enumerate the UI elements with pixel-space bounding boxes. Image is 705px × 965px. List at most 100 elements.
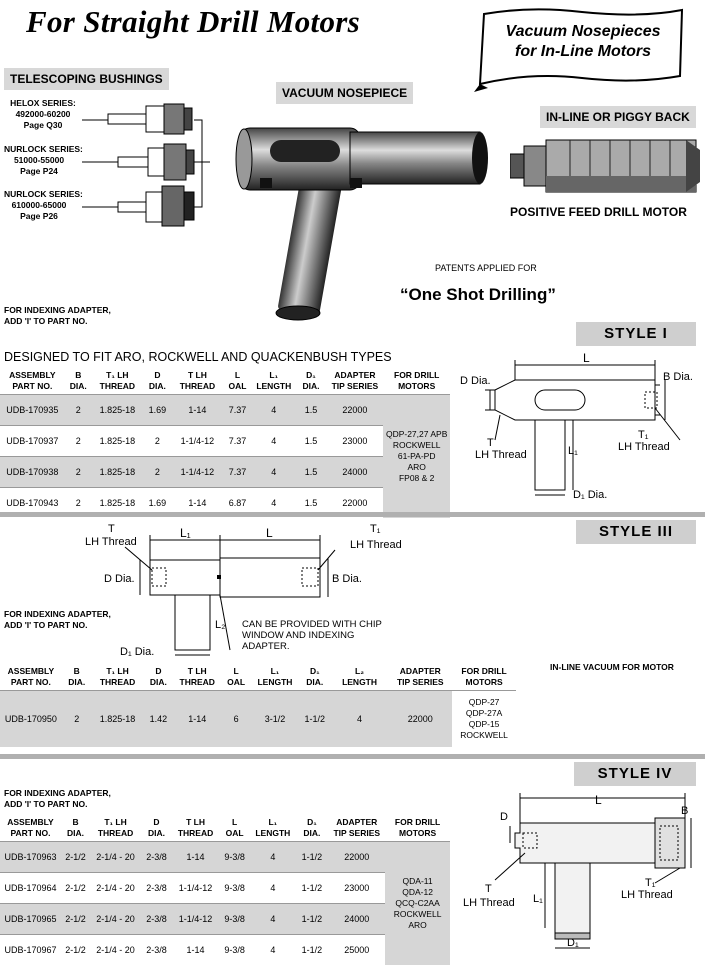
- table-cell: 4: [252, 426, 295, 457]
- table-cell: 1.5: [296, 457, 327, 488]
- table-cell: 2: [65, 426, 92, 457]
- indexing-iii-line-1: FOR INDEXING ADAPTER,: [4, 609, 111, 620]
- table-cell: 22000: [328, 842, 385, 873]
- nurlock1-line-2: 51000-55000: [4, 155, 74, 166]
- table-cell: 9-3/8: [219, 842, 250, 873]
- indexing-iii-line-2: ADD 'I' TO PART NO.: [4, 620, 111, 631]
- style-iii-drawing-l1: L₁: [180, 526, 191, 540]
- helox-series-caption: HELOX SERIES: 492000-60200 Page Q30: [8, 98, 78, 131]
- table-cell: 1-14: [172, 842, 219, 873]
- table-cell: 2-3/8: [141, 842, 172, 873]
- style-iv-drawing-t1: T₁: [645, 877, 656, 889]
- table-cell: 24000: [328, 904, 385, 935]
- chip-note-line-3: ADAPTER.: [242, 641, 382, 652]
- table-cell: 1.42: [143, 691, 173, 748]
- style-iii-drawing-t1-sub: LH Thread: [350, 539, 402, 551]
- helox-line-1: HELOX SERIES:: [8, 98, 78, 109]
- table-cell: UDB-170964: [0, 873, 61, 904]
- table-cell: 4: [250, 904, 295, 935]
- vacuum-nosepiece-label: VACUUM NOSEPIECE: [276, 82, 413, 104]
- table-cell: 1.5: [296, 426, 327, 457]
- table-cell: 25000: [328, 935, 385, 965]
- table-cell: 23000: [328, 873, 385, 904]
- indexing-top-line-1: FOR INDEXING ADAPTER,: [4, 305, 111, 316]
- table-cell: UDB-170950: [0, 691, 62, 748]
- positive-feed-drill-motor-caption: POSITIVE FEED DRILL MOTOR: [510, 205, 687, 219]
- table-cell: 2-3/8: [141, 935, 172, 965]
- table-cell: UDB-170937: [0, 426, 65, 457]
- table-cell: 1.825-18: [92, 395, 143, 426]
- table-cell: 1-1/2: [295, 935, 328, 965]
- table-cell: 22000: [327, 395, 384, 426]
- table-cell: 1-14: [172, 935, 219, 965]
- table-cell: UDB-170938: [0, 457, 65, 488]
- inline-or-piggy-back-label: IN-LINE OR PIGGY BACK: [540, 106, 696, 128]
- indexing-top-line-2: ADD 'I' TO PART NO.: [4, 316, 111, 327]
- table-cell: 2: [143, 457, 172, 488]
- table-cell: 1-1/2: [295, 904, 328, 935]
- table-cell: 1-1/4-12: [172, 426, 223, 457]
- table-cell: 2: [143, 426, 172, 457]
- table-cell: 2-1/2: [61, 842, 90, 873]
- table-cell: 1.825-18: [92, 426, 143, 457]
- style-iii-drawing-b: B Dia.: [332, 573, 362, 585]
- style-iv-drawing-t: T: [485, 883, 492, 895]
- table-cell: 3-1/2: [251, 691, 299, 748]
- style-iv-drawing: L D B T LH Thread T₁ LH Thread L₁ D₁: [455, 788, 703, 958]
- style-i-drawing-l1: L₁: [568, 445, 578, 457]
- helox-line-2: 492000-60200: [8, 109, 78, 120]
- table-cell: 1.825-18: [92, 457, 143, 488]
- table-cell: 4: [252, 457, 295, 488]
- style-iii-drawing-l: L: [266, 526, 273, 540]
- one-shot-drilling-slogan: “One Shot Drilling”: [400, 285, 556, 305]
- table-cell: 1-1/2: [295, 873, 328, 904]
- table-cell: 9-3/8: [219, 873, 250, 904]
- style-iii-drawing-d: D Dia.: [104, 573, 135, 585]
- patents-applied-note: PATENTS APPLIED FOR: [435, 263, 537, 274]
- nurlock2-line-2: 610000-65000: [4, 200, 74, 211]
- table-cell: 7.37: [223, 426, 252, 457]
- nurlock1-line-1: NURLOCK SERIES:: [4, 144, 74, 155]
- telescoping-bushings-illustration: [78, 100, 213, 232]
- table-cell: UDB-170965: [0, 904, 61, 935]
- nurlock-series-caption-2: NURLOCK SERIES: 610000-65000 Page P26: [4, 189, 74, 222]
- table-cell: 2-1/4 - 20: [90, 935, 141, 965]
- nurlock2-line-3: Page P26: [4, 211, 74, 222]
- style-i-drawing-t1: T₁: [638, 429, 649, 441]
- table-cell: 4: [331, 691, 389, 748]
- style-iv-drawing-l1: L₁: [533, 893, 543, 905]
- table-cell: 7.37: [223, 457, 252, 488]
- nurlock2-line-1: NURLOCK SERIES:: [4, 189, 74, 200]
- table-cell: 4: [250, 935, 295, 965]
- style-i-drawing-t: T: [487, 437, 494, 449]
